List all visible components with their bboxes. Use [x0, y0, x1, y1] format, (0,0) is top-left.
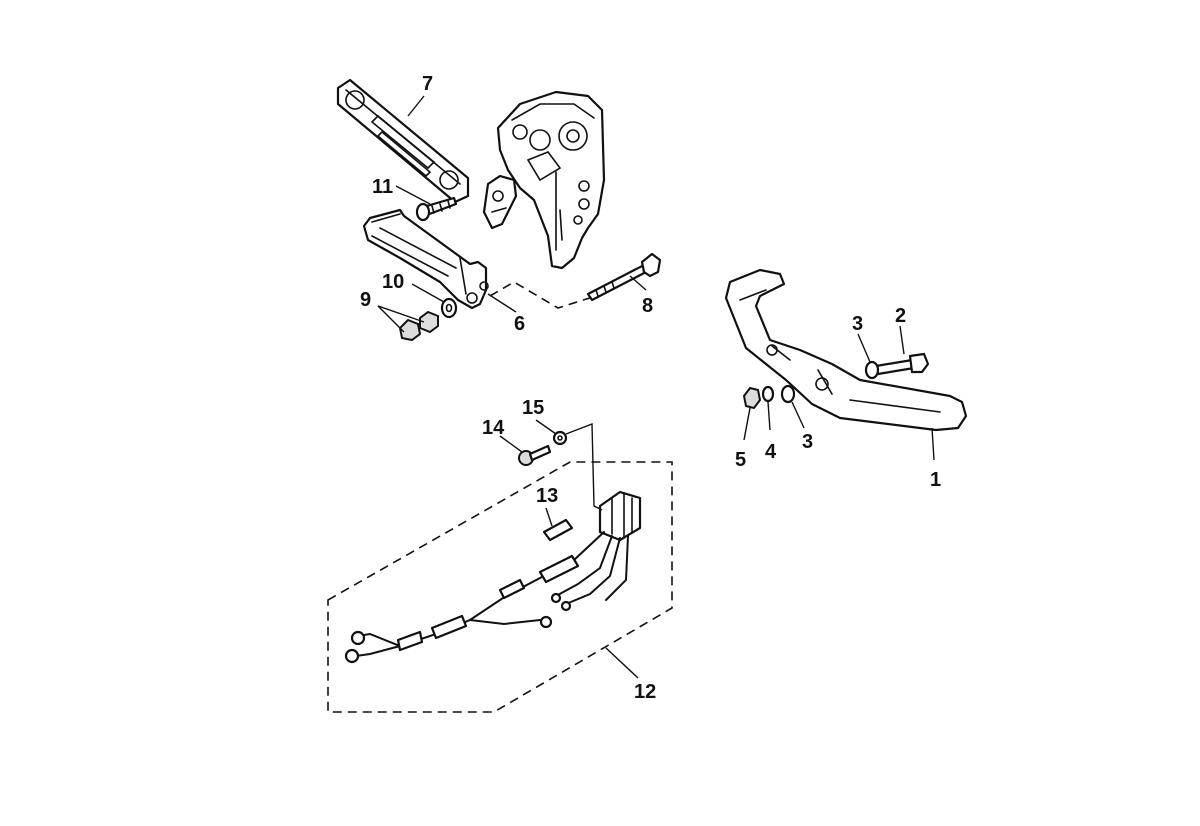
callout-14: 14	[482, 417, 505, 439]
washer-part-4	[761, 385, 775, 403]
callout-3-upper: 3	[852, 313, 863, 335]
callout-6: 6	[514, 313, 525, 335]
mounting-plate-part-7	[336, 78, 470, 204]
washer-part-10	[440, 297, 458, 319]
callout-10: 10	[382, 271, 404, 293]
callout-15: 15	[522, 397, 544, 419]
callout-8: 8	[642, 295, 653, 317]
callout-7: 7	[422, 73, 433, 95]
bolt-part-8	[586, 252, 662, 302]
nuts-part-9	[398, 310, 439, 342]
support-bracket-part-6	[362, 208, 489, 310]
callout-9: 9	[360, 289, 371, 311]
callout-1: 1	[930, 469, 941, 491]
fuse-part-13	[542, 518, 574, 542]
callout-12: 12	[634, 681, 656, 703]
swivel-bracket-assembly	[482, 90, 606, 270]
callout-4: 4	[765, 441, 777, 463]
callout-11: 11	[372, 176, 393, 198]
callout-13: 13	[536, 485, 558, 507]
leader-lines	[377, 95, 935, 679]
callout-labels: 7 11 10 9 6 8 3 2 15 14 3 4 5 1 13 12	[360, 73, 941, 703]
washer-part-3-lower	[780, 384, 796, 404]
handle-part-1	[724, 268, 968, 432]
callout-5: 5	[735, 449, 746, 471]
washer-part-15	[552, 430, 568, 446]
nut-part-5	[742, 386, 762, 410]
screw-part-14	[518, 444, 552, 466]
bolt-part-2	[874, 352, 930, 376]
wiring-harness-part-12	[327, 422, 673, 713]
callout-3-lower: 3	[802, 431, 813, 453]
alignment-line-bracket-to-bolt	[489, 281, 597, 309]
screw-part-11	[415, 196, 458, 222]
washer-part-3-upper	[864, 360, 880, 380]
callout-2: 2	[895, 305, 906, 327]
